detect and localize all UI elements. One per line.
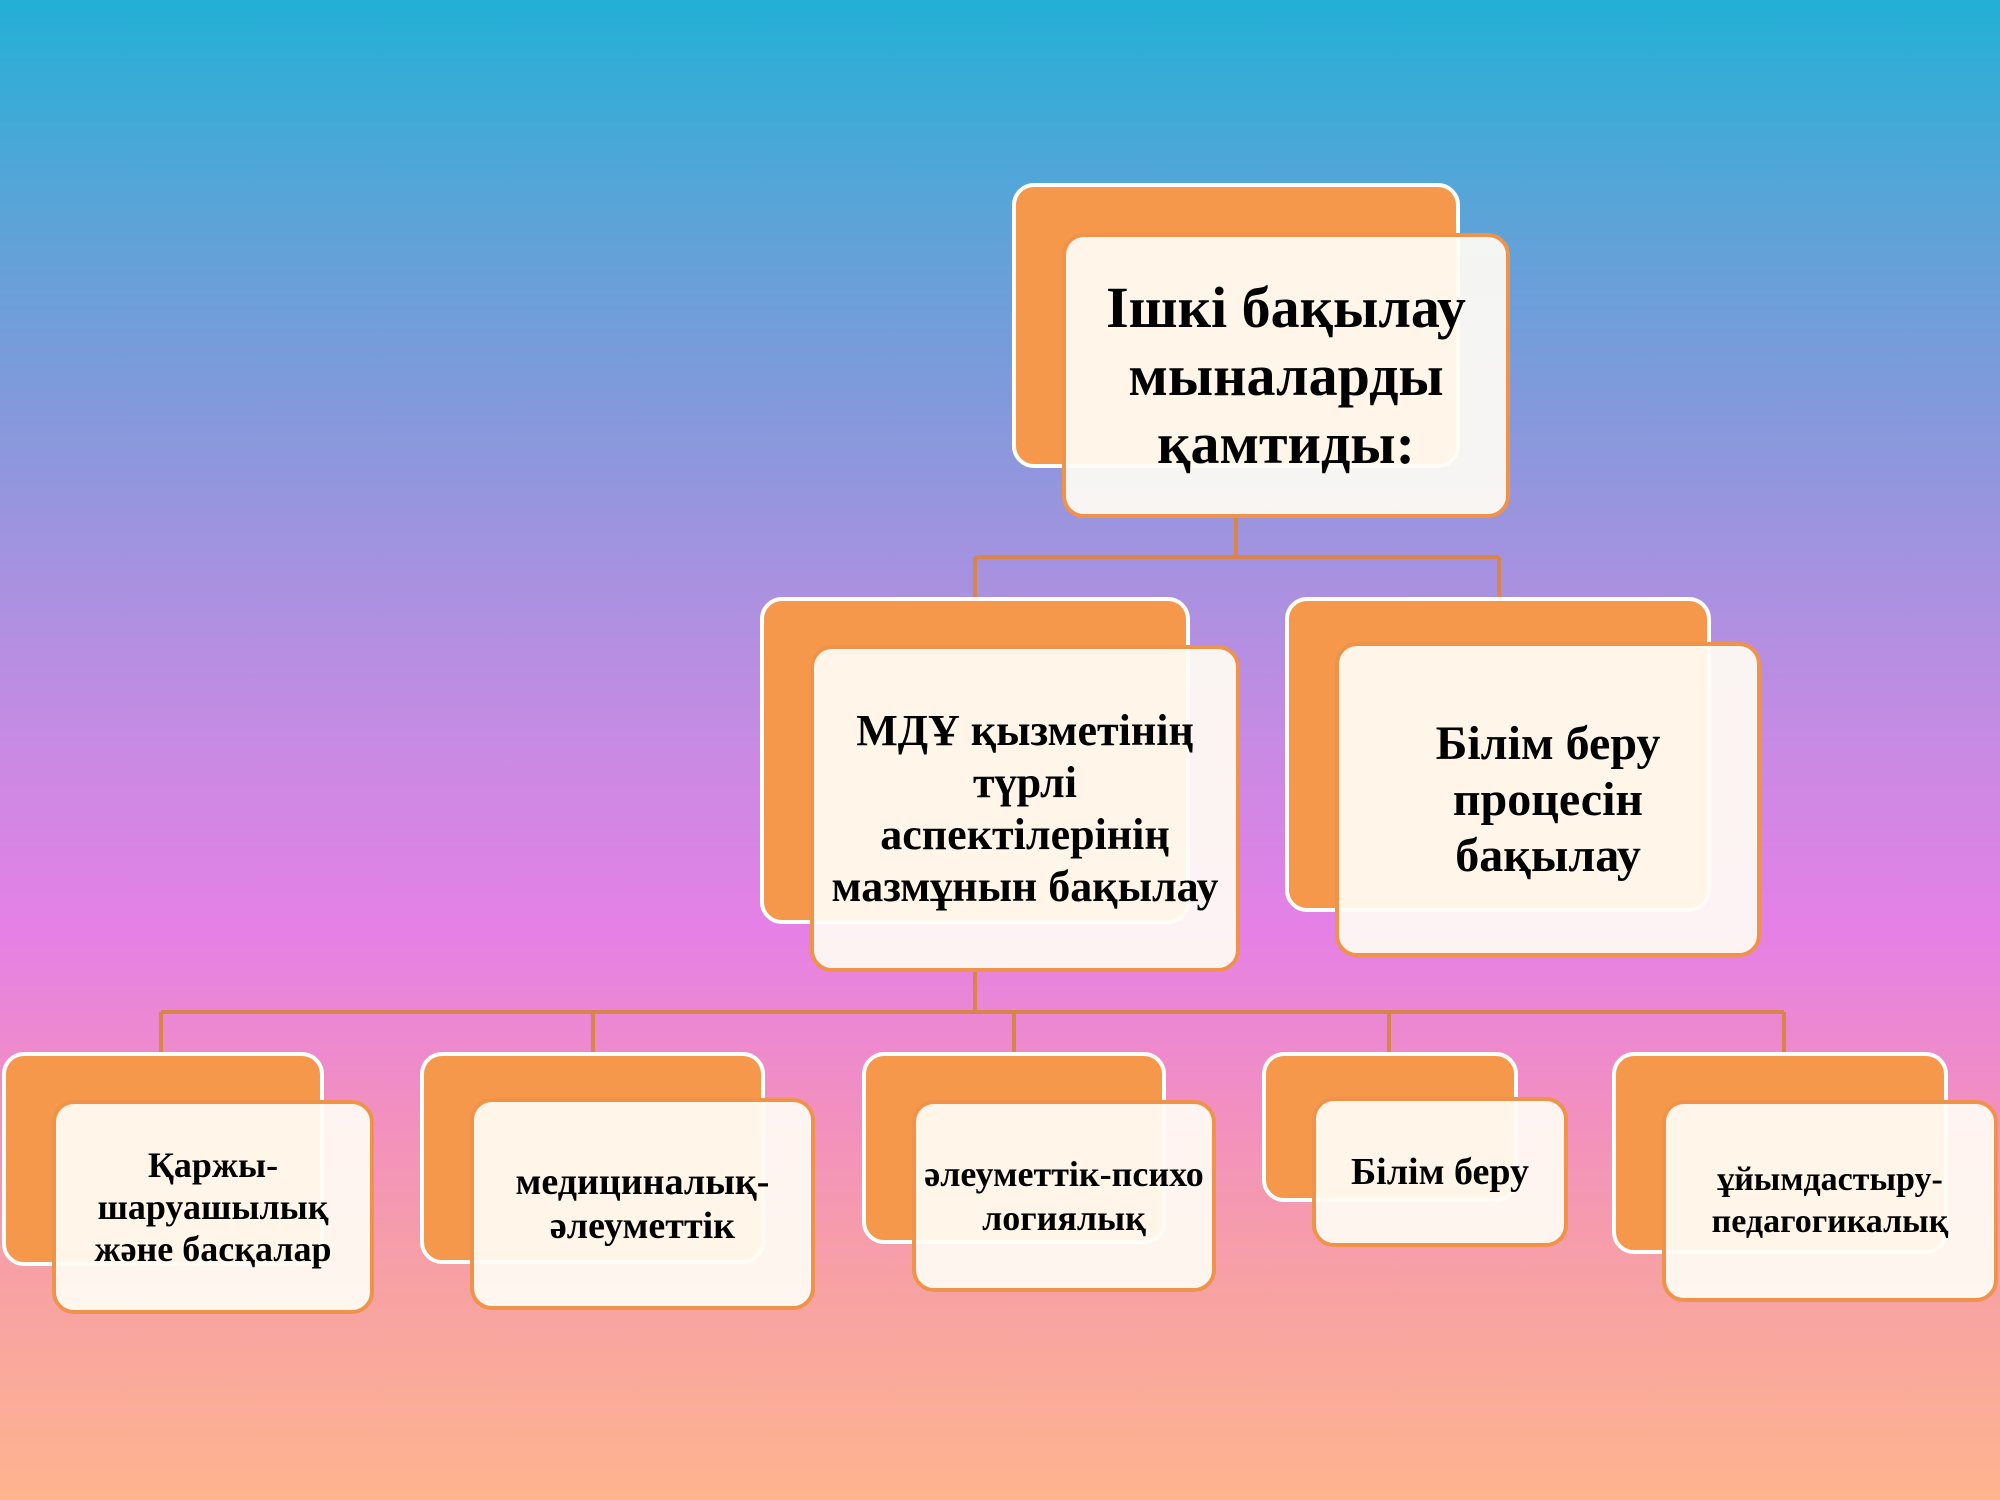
leaf-medical-social-text: медициналық-әлеуметтік <box>515 1161 770 1247</box>
node-content-control: МДҰ қызметінің түрлі аспектілерінің мазм… <box>760 597 1240 972</box>
leaf-organizational-pedagogical: ұйымдастыру-педагогикалық <box>1612 1052 1998 1302</box>
node-education-process-text: Білім беру процесін бақылау <box>1435 716 1661 882</box>
root-node-text: Ішкі бақылау мыналарды қамтиды: <box>1106 274 1466 476</box>
leaf-finance-text: Қаржы-шаруашылық және басқалар <box>94 1145 332 1269</box>
leaf-finance: Қаржы-шаруашылық және басқалар <box>2 1052 374 1314</box>
leaf-social-psychological: әлеуметтік-психологиялық <box>862 1052 1216 1292</box>
node-education-process: Білім беру процесін бақылау <box>1285 597 1761 957</box>
leaf-education-text: Білім беру <box>1351 1151 1529 1193</box>
node-content-control-text: МДҰ қызметінің түрлі аспектілерінің мазм… <box>831 705 1219 911</box>
leaf-organizational-pedagogical-text: ұйымдастыру-педагогикалық <box>1711 1161 1949 1240</box>
leaf-medical-social: медициналық-әлеуметтік <box>420 1052 815 1310</box>
leaf-social-psychological-text: әлеуметтік-психологиялық <box>924 1154 1204 1238</box>
root-node: Ішкі бақылау мыналарды қамтиды: <box>1012 183 1512 518</box>
leaf-education: Білім беру <box>1262 1052 1568 1247</box>
